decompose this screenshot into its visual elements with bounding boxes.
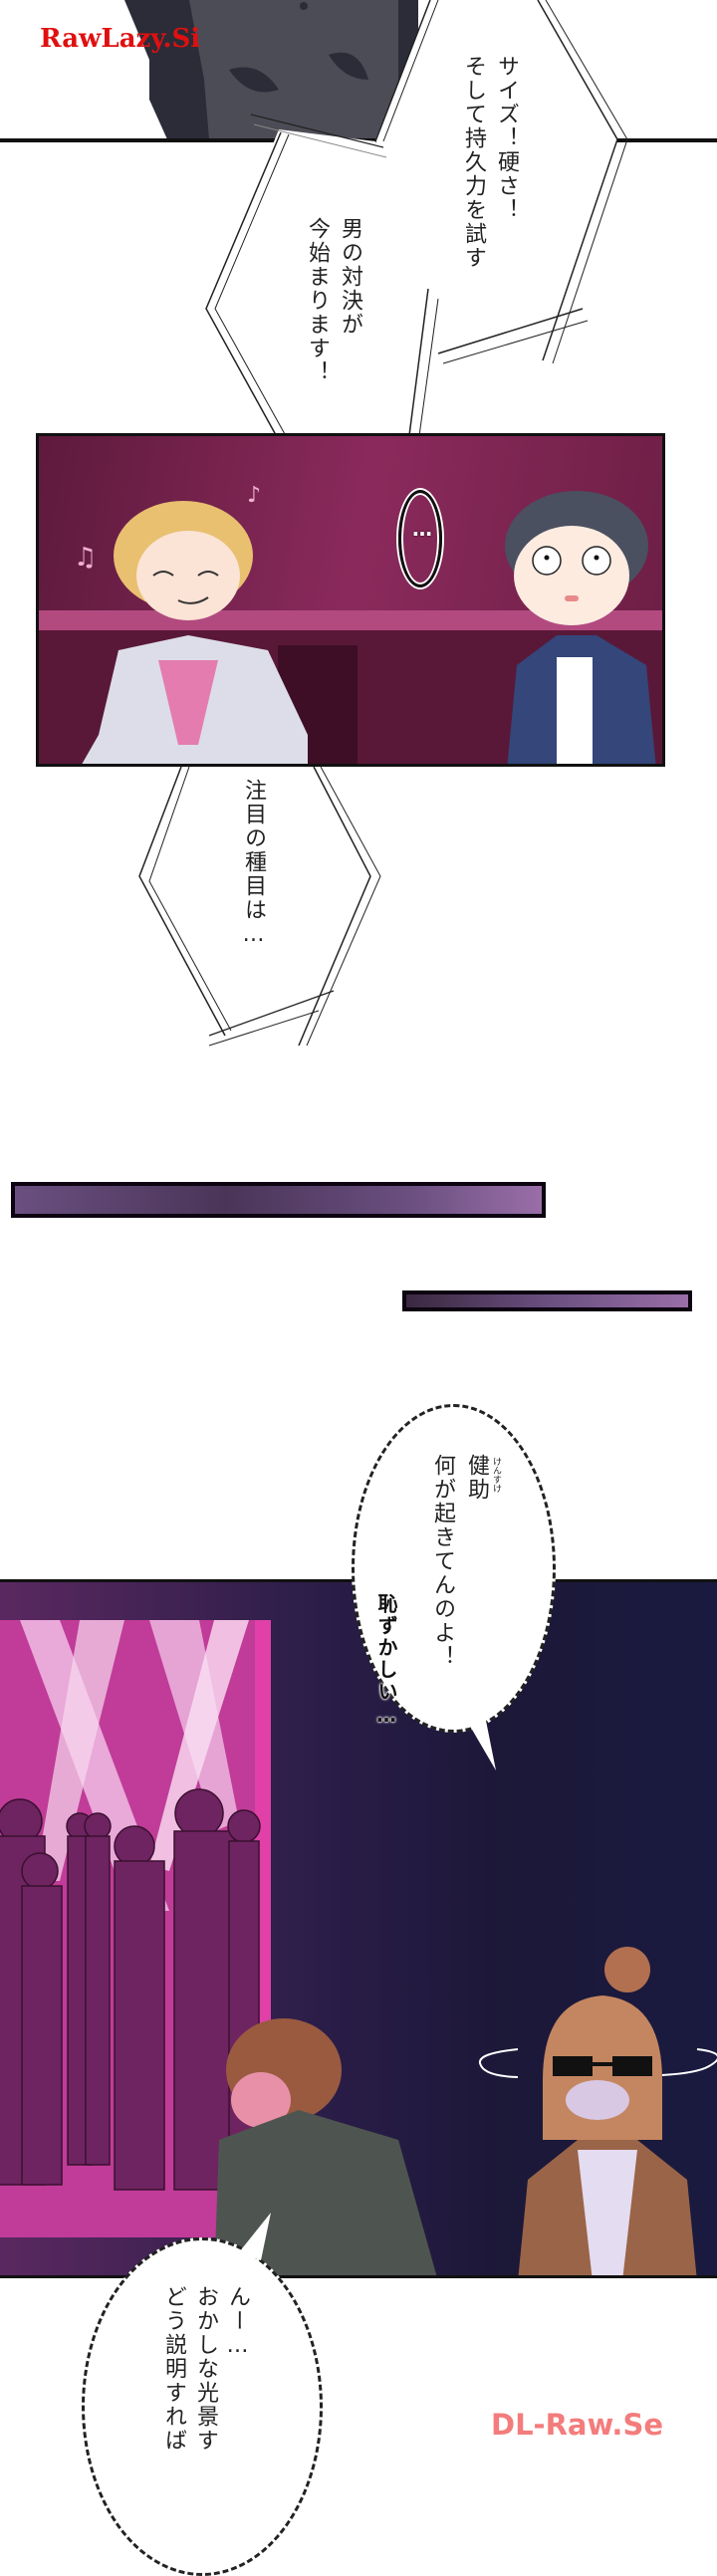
transition-bar-1: [11, 1182, 546, 1218]
bubble-text-kensuke-1: 健助: [464, 1454, 489, 1502]
bubble-text-right-1: サイズ！硬さ！: [494, 55, 519, 222]
music-note-icon: ♫: [74, 543, 98, 573]
bubble-text-right-2: そして持久力を試す: [461, 55, 486, 270]
ruby-text: けんすけ: [491, 1457, 501, 1493]
bubble-text-kensuke-2: 何が起きてんのよ！: [430, 1454, 455, 1669]
dark-jacket-illustration: [124, 0, 418, 139]
bubble-tail-bottom: [0, 0, 717, 2469]
ellipsis-bubble: …: [398, 490, 442, 587]
theater-illustration: [39, 491, 662, 764]
speech-bubble-kensuke: [352, 1404, 556, 1733]
bubble-tail: [0, 0, 717, 2469]
transition-bar-2: [402, 1290, 692, 1311]
top-panel: [0, 0, 717, 139]
watermark-top: RawLazy.Si: [40, 24, 201, 54]
club-panel: [0, 1579, 717, 2278]
bubble-text-bottom-3: どう説明すれば: [161, 2285, 186, 2453]
club-illustration: [0, 1620, 697, 2275]
music-note-icon: ♪: [247, 483, 262, 508]
ellipsis-text: …: [410, 517, 434, 543]
speech-bubble-shape-scene3: [138, 766, 381, 1047]
bubble-text-left-2: 今始まります！: [305, 217, 330, 384]
theater-panel: [36, 433, 665, 767]
bubble-text-left-1: 男の対決が: [338, 217, 362, 337]
watermark-bottom: DL-Raw.Se: [491, 2408, 663, 2442]
dizzy-swirl-lines: [0, 0, 717, 2469]
sfx-embarrassed: 恥ずかしい…: [374, 1593, 398, 1729]
bubble-text-scene3: 注目の種目は…: [241, 779, 266, 949]
bubble-text-bottom-1: んー…: [225, 2285, 250, 2360]
bubble-text-bottom-2: おかしな光景す: [193, 2285, 218, 2453]
